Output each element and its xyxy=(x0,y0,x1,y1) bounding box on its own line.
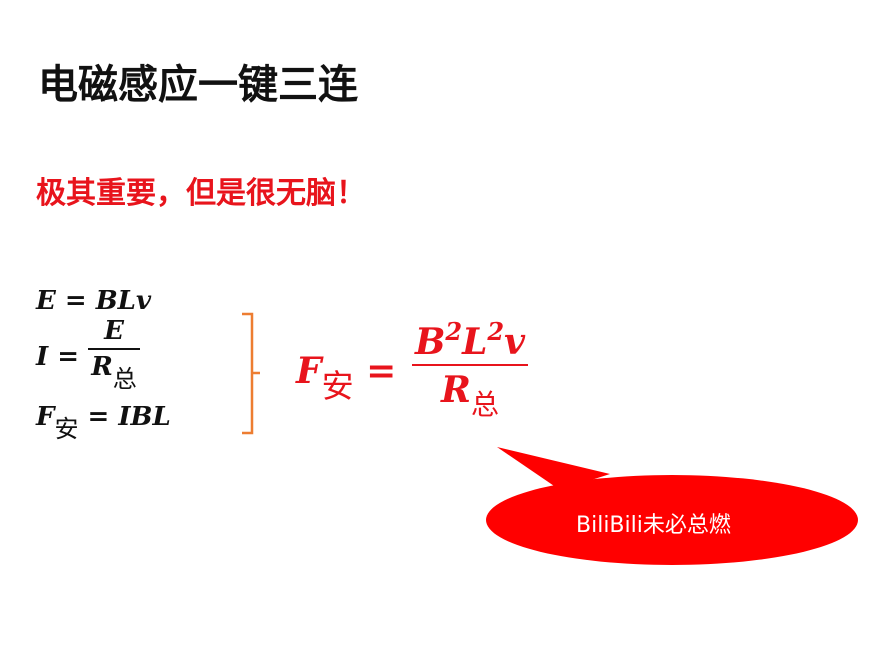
equation-current-fraction: E R总 xyxy=(88,318,140,391)
result-numerator: B2L2v xyxy=(414,317,526,363)
fraction-bar xyxy=(88,348,140,350)
equation-ampere-force: F安 = IBL xyxy=(36,402,171,443)
callout-text: BiliBili未必总燃 xyxy=(576,513,731,538)
denominator: R总 xyxy=(91,352,137,393)
result-denominator: R总 xyxy=(441,369,499,421)
numerator: E xyxy=(104,316,124,346)
slide-title: 电磁感应一键三连 xyxy=(38,62,358,108)
slide-subtitle: 极其重要，但是很无脑！ xyxy=(36,176,366,211)
fraction-bar xyxy=(412,364,528,366)
equation-emf: E = BLv xyxy=(36,286,152,316)
brace-icon xyxy=(242,312,260,435)
result-lhs: F安 = xyxy=(296,350,397,405)
equation-current-lhs: I = xyxy=(36,342,79,372)
result-fraction: B2L2v R总 xyxy=(412,320,528,419)
